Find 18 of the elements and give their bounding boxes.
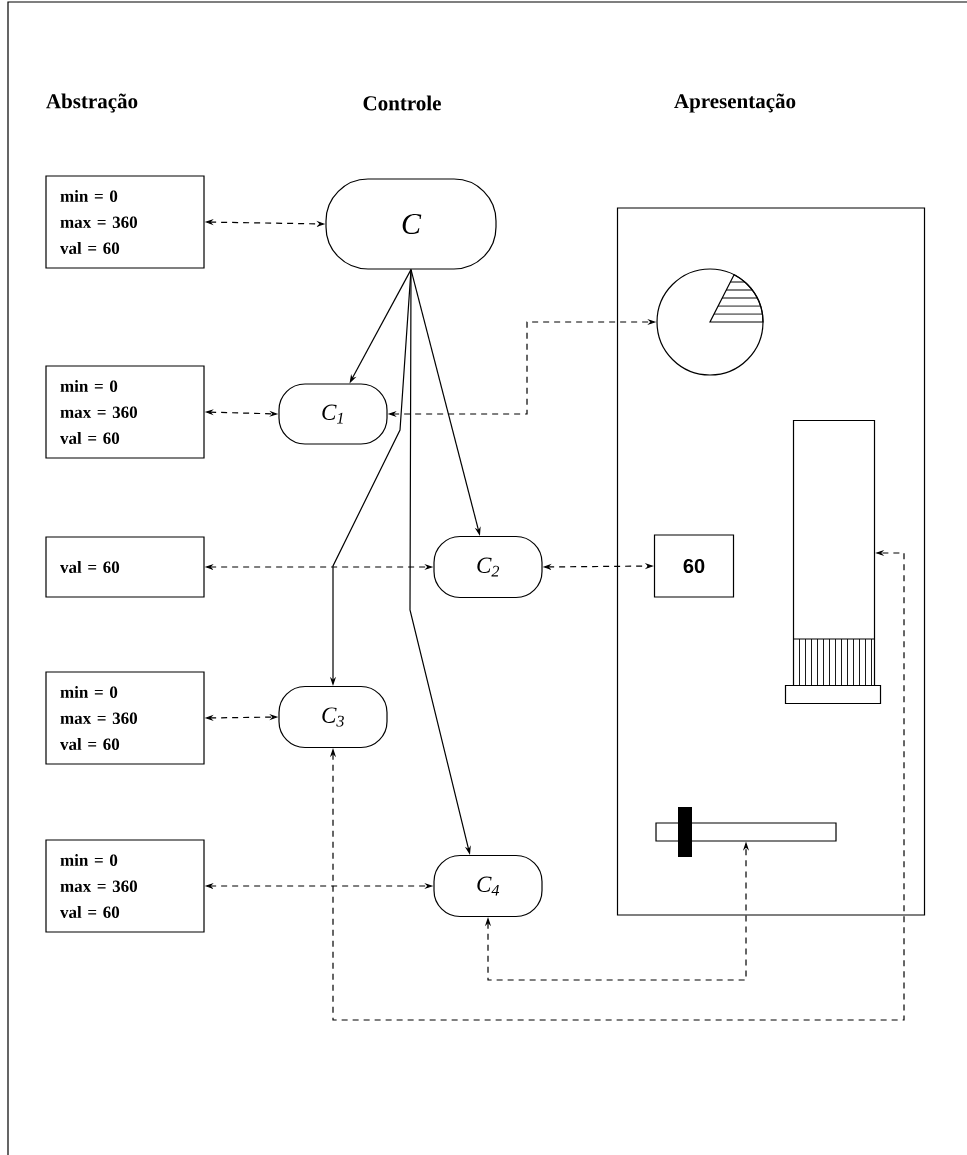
data-box: min = 0 max = 360 val = 60: [45, 175, 205, 269]
column-heading: Apresentação: [674, 93, 796, 113]
controller-box: C$_{1}$: [278, 383, 388, 445]
data-box: min = 0 max = 360 val = 60: [45, 671, 205, 765]
column-heading: Abstração: [46, 93, 138, 113]
controller-box: C: [325, 178, 497, 270]
pie-chart-drawing: [656, 268, 764, 376]
bar-gauge-drawing: [784, 419, 882, 705]
controller-box: C$_{4}$: [433, 854, 543, 918]
controller-box: C$_{2}$: [433, 535, 543, 599]
data-box: val = 60: [45, 536, 205, 598]
display-panel: [616, 207, 926, 916]
column-heading: Controle: [363, 95, 441, 111]
data-box: min = 0 max = 360 val = 60: [45, 365, 205, 459]
value-display-box: 60: [653, 534, 735, 598]
controller-box: C$_{3}$: [278, 685, 388, 749]
slider-drawing: [655, 807, 837, 857]
data-box: min = 0 max = 360 val = 60: [45, 839, 205, 933]
